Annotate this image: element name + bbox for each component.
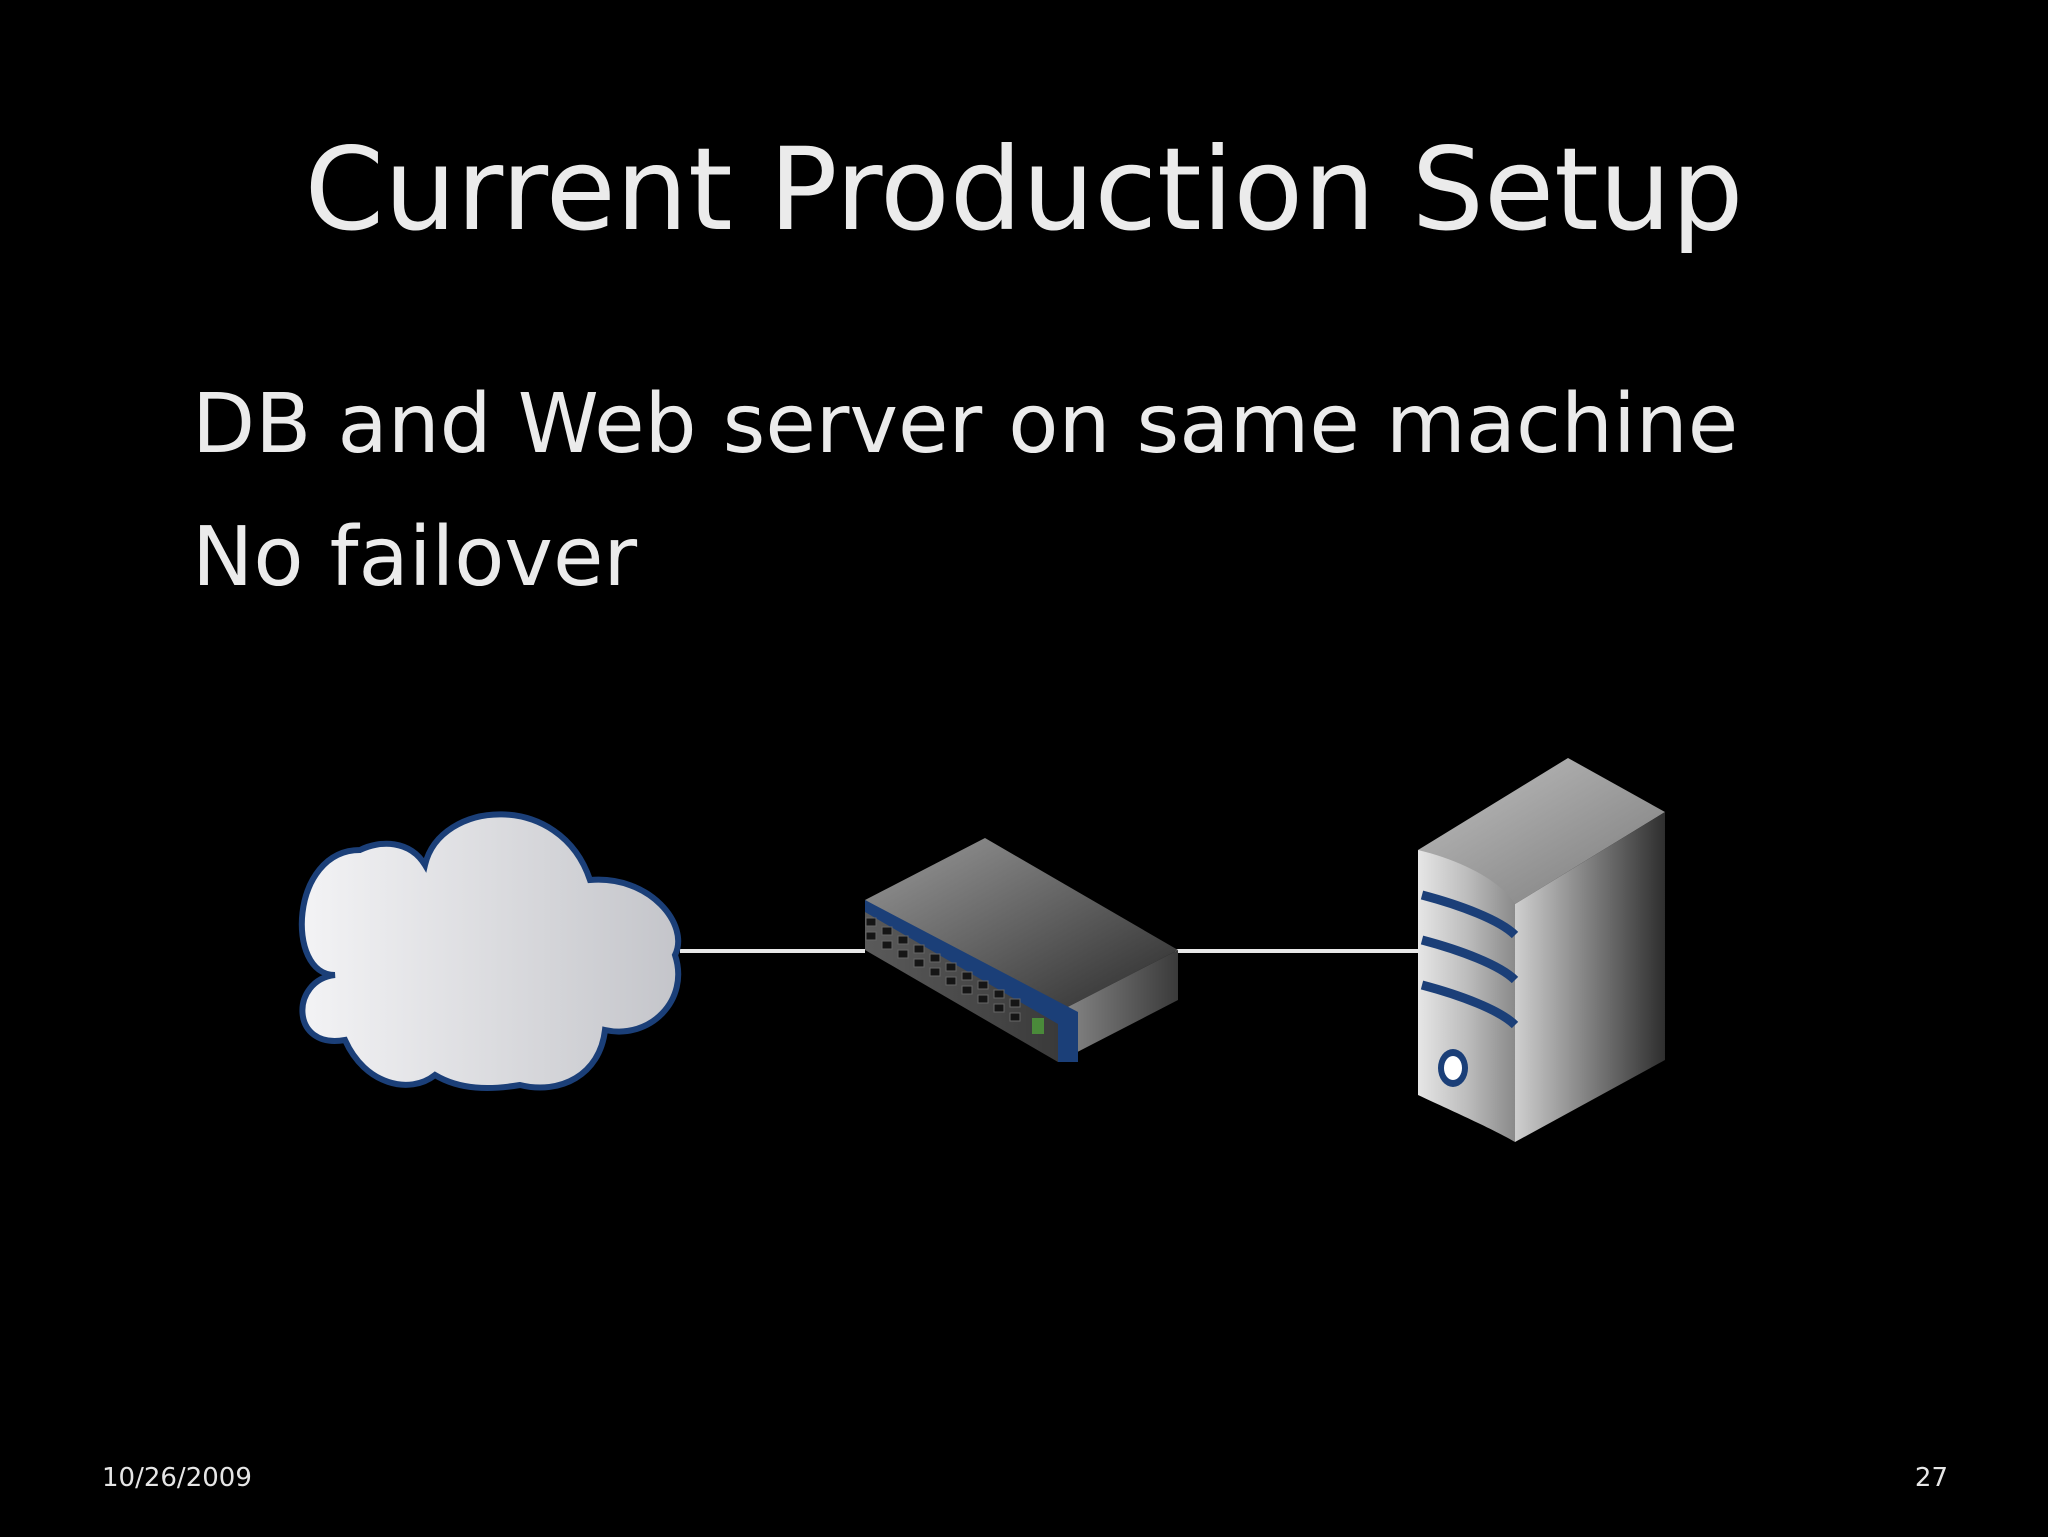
footer-date: 10/26/2009 bbox=[102, 1463, 252, 1493]
slide-title: Current Production Setup bbox=[304, 123, 1744, 256]
tower-server-icon bbox=[1418, 758, 1665, 1142]
page-number: 27 bbox=[1914, 1463, 1948, 1493]
bullet-list: DB and Web server on same machine No fai… bbox=[192, 358, 1738, 624]
switch-ports bbox=[865, 917, 1044, 1034]
bullet-item: No failover bbox=[192, 510, 638, 605]
network-switch-icon bbox=[865, 838, 1178, 1062]
cloud-icon bbox=[298, 811, 682, 1091]
bullet-item: DB and Web server on same machine bbox=[192, 377, 1739, 472]
